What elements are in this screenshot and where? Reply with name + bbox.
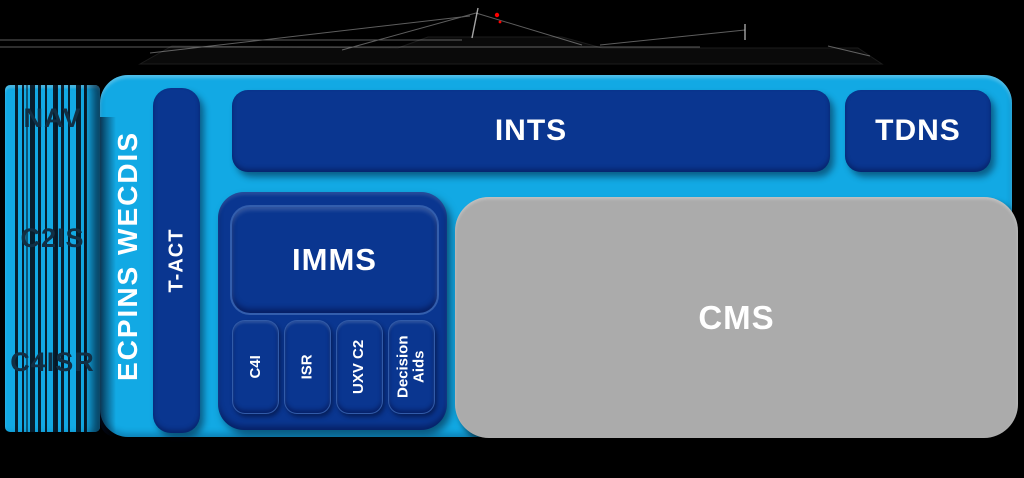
- ecpins-wecdis-column: ECPINS WECDIS: [100, 78, 156, 434]
- ints-label: INTS: [494, 114, 568, 147]
- axis-label-c4isr: C4ISR: [10, 347, 95, 377]
- module-decision-aids: Decision Aids: [388, 320, 435, 414]
- imms-label: IMMS: [292, 242, 377, 277]
- module-decision-aids-label: Decision Aids: [394, 335, 428, 399]
- mast-flag-dot: [498, 20, 502, 24]
- module-isr-label: ISR: [298, 354, 316, 380]
- rigging-stay: [341, 12, 477, 51]
- module-c4i-label: C4I: [246, 355, 264, 379]
- rigging-stay: [149, 15, 471, 54]
- ship-hull: [138, 36, 884, 65]
- tdns-box: TDNS: [845, 90, 991, 172]
- panel-left-shadow: [100, 117, 116, 437]
- tact-label: T-ACT: [165, 228, 188, 293]
- axis-label-nav: NAV: [23, 103, 82, 133]
- capability-axis-band: NAV C2IS C4ISR: [5, 85, 100, 432]
- module-uxv-c2: UXV C2: [336, 320, 383, 414]
- cms-label: CMS: [698, 298, 775, 336]
- tdns-label: TDNS: [875, 114, 961, 147]
- ints-box: INTS: [232, 90, 830, 172]
- main-mast: [471, 7, 479, 39]
- ship-silhouette-icon: [0, 7, 884, 65]
- imms-box: IMMS: [230, 205, 439, 315]
- tact-box: T-ACT: [153, 88, 200, 433]
- mast-flag-dot: [494, 12, 500, 18]
- module-uxv-c2-label: UXV C2: [350, 339, 368, 395]
- stern-line: [827, 45, 871, 57]
- axis-label-c2is: C2IS: [20, 223, 85, 253]
- rigging-stay: [475, 12, 583, 46]
- aft-rigging: [599, 29, 746, 46]
- module-isr: ISR: [284, 320, 331, 414]
- cms-box: CMS: [455, 197, 1018, 438]
- ecpins-wecdis-label: ECPINS WECDIS: [112, 130, 143, 382]
- axis-streaks-decoration: [15, 85, 90, 432]
- module-c4i: C4I: [232, 320, 279, 414]
